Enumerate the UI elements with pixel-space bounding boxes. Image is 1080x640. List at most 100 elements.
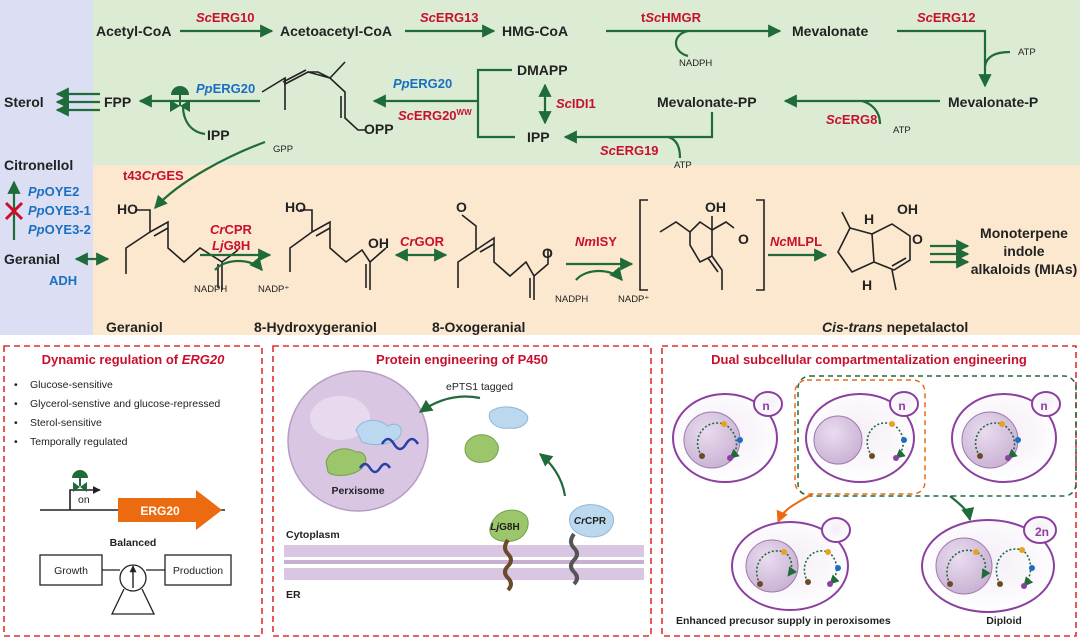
acetyl-coa: Acetyl-CoA — [96, 23, 171, 39]
mia-line2: indole — [1003, 243, 1044, 259]
panel3-title: Dual subcellular compartmentalization en… — [711, 352, 1027, 367]
protein-cpr-in-peroxisome — [355, 420, 420, 451]
enzyme-t43crges: t43CrGES — [123, 168, 184, 183]
oxogeranial-structure — [457, 214, 549, 300]
erg20-gene-label: ERG20 — [140, 504, 180, 518]
on-label: on — [78, 494, 90, 506]
arrow-import-peroxisome — [418, 395, 481, 413]
oxo-o1: O — [456, 199, 467, 215]
enzyme-crgor: CrGOR — [400, 234, 445, 249]
cell3-ploidy: n — [1040, 399, 1047, 413]
enzyme-scerg13: ScERG13 — [420, 10, 479, 25]
enzyme-scerg12: ScERG12 — [917, 10, 976, 25]
nepetalactol-h1: H — [864, 211, 874, 227]
mia-band — [93, 165, 1080, 335]
geraniol: Geraniol — [106, 319, 163, 335]
er-label: ER — [286, 589, 301, 601]
enzyme-scerg10: ScERG10 — [196, 10, 255, 25]
gpp-label: GPP — [273, 144, 293, 155]
ipp: IPP — [527, 129, 550, 145]
enzyme-ppoye3-2: PpOYE3-2 — [28, 222, 91, 237]
nepetalactol: Cis-trans nepetalactol — [822, 319, 968, 335]
anchored-cpr — [569, 504, 615, 586]
panel-protein-engineering — [272, 345, 652, 637]
cytoplasm-label: Cytoplasm — [286, 529, 340, 541]
caption-peroxisome: Enhanced precusor supply in peroxisomes — [676, 615, 891, 627]
lj-g8h-label: LjG8H — [490, 522, 519, 533]
enzyme-ljg8h: LjG8H — [212, 238, 250, 253]
nadph-cycle-arrow-2 — [575, 266, 623, 282]
competing-band — [0, 0, 93, 335]
hydroxy-ho: HO — [285, 199, 306, 215]
arrow-mevalonate-to-mevalonate-p — [897, 29, 992, 88]
enzyme-pperg20-a: PpERG20 — [196, 81, 255, 96]
cr-cpr-label: CrCPR — [574, 516, 607, 527]
arrow-gpp-to-geraniol — [154, 140, 266, 209]
intermediate-oh: OH — [705, 199, 726, 215]
arrow-mevalonate-pp-to-ipp — [563, 112, 714, 144]
bullet-2: Glycerol-senstive and glucose-repressed — [30, 398, 220, 410]
dmapp: DMAPP — [517, 62, 568, 78]
hmg-coa: HMG-CoA — [502, 23, 568, 39]
gpp-structure-a — [261, 61, 346, 93]
enzyme-scidi1: ScIDI1 — [556, 96, 596, 111]
growth-label: Growth — [54, 565, 88, 577]
panel-compartmentalization — [661, 345, 1077, 637]
erg20-gene-arrow — [118, 490, 222, 530]
nepetalactol-structure — [837, 211, 911, 291]
condensation-bracket — [476, 68, 515, 139]
panel-dynamic-regulation — [3, 345, 263, 637]
diploid-strategy-box — [797, 375, 1077, 497]
cofactor-nadp-2: NADP⁺ — [258, 284, 289, 295]
enzyme-tschmgr: tScHMGR — [641, 10, 702, 25]
enzyme-scerg8: ScERG8 — [826, 112, 877, 127]
free-g8h-protein — [464, 434, 499, 463]
arrow-to-peroxisome-cell — [776, 493, 813, 524]
bullet-dot-1: • — [14, 379, 18, 391]
yeast-cell-diploid — [921, 516, 1057, 613]
arrow-to-diploid-cell — [949, 495, 975, 522]
atp-cofactor-arrow-2 — [861, 99, 882, 125]
enol-intermediate-structure — [639, 199, 765, 291]
peroxisome-highlight — [310, 396, 370, 440]
bullet-dot-3: • — [14, 417, 18, 429]
enzyme-ncmlpl: NcMLPL — [770, 234, 822, 249]
sterol: Sterol — [4, 94, 44, 110]
ipp-label-2: IPP — [207, 127, 230, 143]
gpp-double-bond-1 — [282, 69, 307, 83]
nepetalactol-h2: H — [862, 277, 872, 293]
mia-line3: alkaloids (MIAs) — [971, 261, 1078, 277]
er-membrane — [284, 545, 644, 580]
oxogeranial: 8-Oxogeranial — [432, 319, 525, 335]
yeast-cell-2 — [805, 391, 919, 483]
nadph-cofactor-arrow — [674, 29, 689, 58]
repression-icon — [170, 86, 190, 112]
intermediate-o: O — [738, 231, 749, 247]
opp-label: OPP — [364, 121, 394, 137]
enzyme-nmisy: NmISY — [575, 234, 617, 249]
cofactor-atp-3: ATP — [674, 160, 692, 171]
hydroxygeraniol: 8-Hydroxygeraniol — [254, 319, 377, 335]
cofactor-atp-1: ATP — [1018, 47, 1036, 58]
atp-cofactor-arrow-1 — [983, 50, 1011, 67]
balanced-label: Balanced — [110, 537, 157, 549]
ipp-to-erg20-arrow — [181, 105, 206, 136]
bullet-4: Temporally regulated — [30, 436, 128, 448]
cell1-ploidy: n — [762, 399, 769, 413]
nepetalactol-oh: OH — [897, 201, 918, 217]
mevalonate: Mevalonate — [792, 23, 868, 39]
promoter-arrow — [69, 486, 101, 510]
atp-cofactor-arrow-3 — [667, 135, 682, 159]
bullet-dot-2: • — [14, 398, 18, 410]
cofactor-atp-2: ATP — [893, 125, 911, 136]
mia-line1: Monoterpene — [980, 225, 1068, 241]
hydroxygeraniol-structure — [289, 209, 387, 290]
epts1-label: ePTS1 tagged — [446, 381, 513, 393]
cofactor-nadph-2: NADPH — [194, 284, 227, 295]
balance-scale — [39, 554, 232, 615]
fpp: FPP — [104, 94, 131, 110]
enzyme-ppoye2: PpOYE2 — [28, 184, 79, 199]
regulator-icon — [72, 470, 88, 492]
cofactor-nadp-3: NADP⁺ — [618, 294, 649, 305]
perxisome-label: Perxisome — [331, 485, 384, 497]
